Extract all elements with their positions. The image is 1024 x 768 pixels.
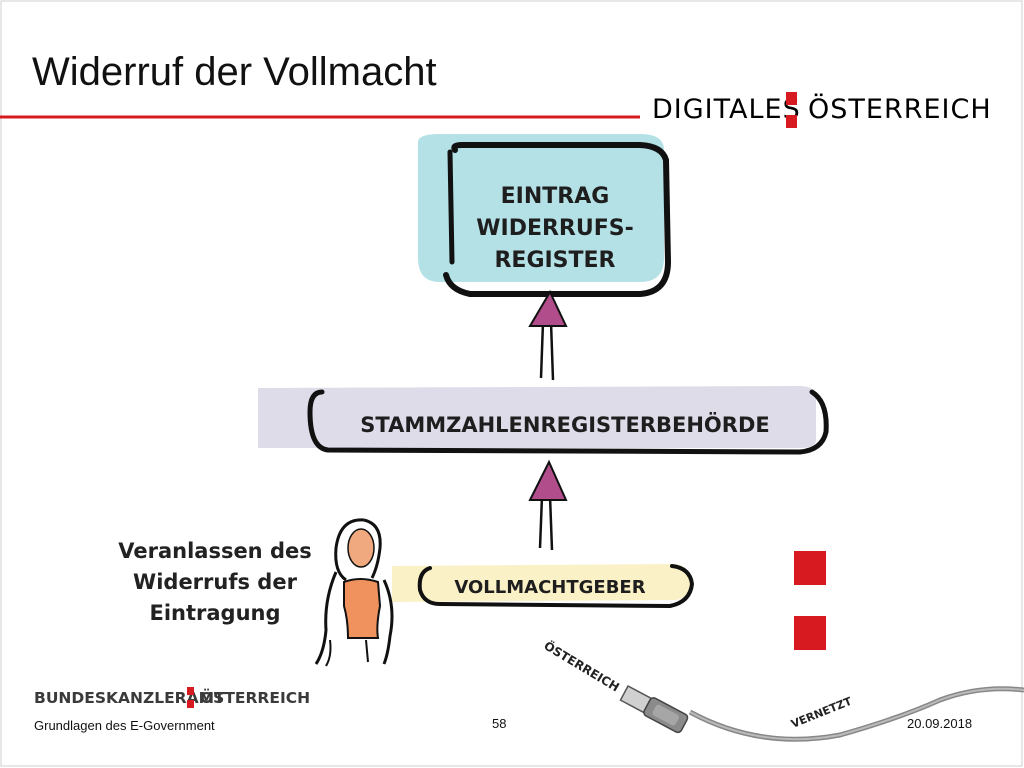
register-label-line-2: WIDERRUFS- [476, 216, 634, 241]
grantor-fill [392, 564, 690, 602]
cable-label-vernetzt: VERNETZT [789, 694, 854, 730]
cable-label-oesterreich: ÖSTERREICH [541, 638, 622, 695]
authority-label: STAMMZAHLENREGISTERBEHÖRDE [360, 412, 769, 437]
grantor-label: VOLLMACHTGEBER [454, 577, 645, 598]
woman-figure-icon [314, 518, 394, 667]
bundeskanzleramt-logo: BUNDESKANZLERAMT ÖSTERREICH [34, 687, 310, 708]
arrow-head-upper [528, 289, 568, 327]
authority-outline [307, 389, 829, 455]
register-database-shape: EINTRAG WIDERRUFS- REGISTER [418, 134, 672, 297]
footer-logo-red-mark-top [187, 687, 194, 695]
arrow-up-to-register [528, 289, 568, 381]
register-label-line-1: EINTRAG [501, 184, 610, 209]
logo-red-mark-bottom [786, 115, 797, 128]
red-square-bottom [794, 616, 826, 650]
logo-red-mark-top [786, 92, 797, 105]
footer-logo-red-mark-bottom [187, 700, 194, 708]
red-square-top [794, 551, 826, 585]
footer-logo-left: BUNDESKANZLERAMT [34, 689, 225, 707]
digitales-oesterreich-logo: DIGITALES ÖSTERREICH [652, 92, 992, 128]
revocation-note: Veranlassen des Widerrufs der Eintragung [100, 536, 330, 629]
authority-shape: STAMMZAHLENREGISTERBEHÖRDE [258, 386, 829, 455]
arrow-head-lower [528, 459, 568, 501]
footer-logo-right: ÖSTERREICH [200, 688, 310, 707]
revocation-note-line-3: Eintragung [149, 601, 281, 625]
footer-date: 20.09.2018 [907, 716, 973, 731]
footer-page-number: 58 [492, 716, 507, 731]
register-label-line-3: REGISTER [494, 248, 615, 273]
logo-text-right: ÖSTERREICH [808, 93, 992, 125]
register-outline [443, 142, 672, 297]
authority-fill [258, 386, 816, 448]
logo-text-left: DIGITALES [652, 94, 801, 125]
revocation-note-line-2: Widerrufs der [133, 570, 297, 594]
arrow-up-to-authority [528, 459, 568, 551]
register-outline-left [447, 149, 455, 265]
grantor-outline [417, 564, 695, 609]
footer-course-title: Grundlagen des E-Government [34, 718, 215, 733]
revocation-note-line-1: Veranlassen des [118, 539, 312, 563]
grantor-shape: VOLLMACHTGEBER [392, 564, 695, 609]
register-fill [418, 134, 664, 282]
slide-title: Widerruf der Vollmacht [32, 50, 437, 94]
